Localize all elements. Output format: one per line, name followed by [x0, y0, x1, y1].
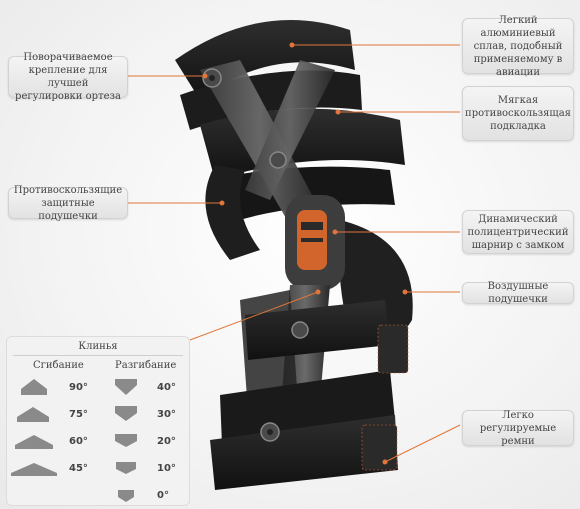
extension-wedge-icon [115, 434, 137, 447]
callout-air-pads: Воздушные подушечки [462, 281, 574, 305]
flexion-angle: 45° [69, 463, 88, 474]
flexion-angle: 75° [69, 409, 88, 420]
callout-alloy: Легкий алюминиевый сплав, подобный приме… [462, 15, 574, 78]
extension-wedge-icon [116, 462, 136, 474]
flexion-wedge-icon [21, 379, 47, 395]
flexion-angle: 90° [69, 382, 88, 393]
flexion-header: Сгибание [33, 360, 84, 371]
extension-wedge-icon [115, 406, 137, 421]
callout-straps: Легко регулируемые ремни [462, 410, 574, 447]
extension-angle: 40° [157, 382, 176, 393]
callout-soft-pad: Мягкая противоскользящая подкладка [462, 86, 574, 141]
protective-pad [205, 165, 260, 260]
shin-strap-3 [210, 415, 398, 490]
flexion-angle: 60° [69, 436, 88, 447]
extension-angle: 30° [157, 409, 176, 420]
wedges-title: Клинья [78, 341, 118, 352]
shin-strap-1 [245, 300, 390, 360]
extension-angle: 0° [157, 490, 169, 501]
wedges-divider [13, 355, 183, 356]
extension-angle: 10° [157, 463, 176, 474]
wedge-row: 0° [7, 485, 189, 509]
callout-swivel-mount: Поворачиваемое крепление для лучшей регу… [8, 52, 128, 102]
callout-protective-pads: Противоскользящие защитные подушечки [8, 185, 128, 222]
wedge-row: 45° 10° [7, 458, 189, 482]
flexion-wedge-icon [11, 463, 57, 476]
wedge-row: 90° 40° [7, 377, 189, 401]
extension-wedge-icon [118, 490, 134, 502]
wedge-row: 75° 30° [7, 404, 189, 428]
wedges-table: Клинья Сгибание Разгибание 90° 40° 75° 3… [6, 336, 190, 506]
frame-upper [200, 60, 320, 225]
flexion-wedge-icon [15, 435, 53, 449]
wedge-row: 60° 20° [7, 431, 189, 455]
callout-hinge: Динамический полицентрический шарнир с з… [462, 210, 574, 254]
extension-wedge-icon [115, 379, 137, 395]
extension-angle: 20° [157, 436, 176, 447]
flexion-wedge-icon [17, 407, 49, 422]
extension-header: Разгибание [115, 360, 177, 371]
